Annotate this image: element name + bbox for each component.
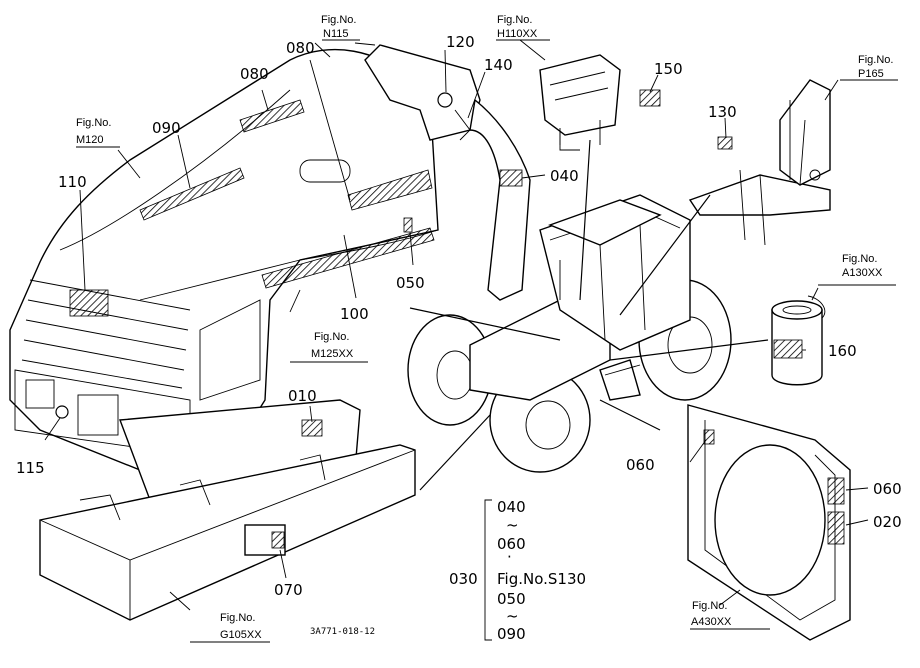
decal-020 (827, 511, 845, 545)
part-label-060: 060 (626, 456, 655, 474)
fig-ref-p165-prefix: Fig.No. (858, 54, 893, 66)
decal-090 (139, 167, 245, 221)
part-label-040: 040 (550, 167, 579, 185)
fig-ref-a130: Fig.No. A130XX (818, 253, 896, 286)
part-label-070: 070 (274, 581, 303, 599)
decal-060-side (703, 429, 715, 445)
fig-ref-g105-code: G105XX (220, 629, 262, 641)
decal-150 (639, 89, 661, 107)
decal-040 (499, 169, 523, 187)
fig-ref-n115-code: N115 (323, 28, 348, 40)
range-bracket (484, 499, 492, 641)
part-label-080: 080 (286, 39, 315, 57)
fig-ref-a430: Fig.No. A430XX (690, 600, 770, 630)
range-a-end: 060 (497, 535, 526, 553)
cab-top-part (539, 54, 621, 151)
fig-ref-g105-prefix: Fig.No. (220, 612, 255, 624)
part-label-160: 160 (828, 342, 857, 360)
range-a-start: 040 (497, 498, 526, 516)
hood-assembly (9, 48, 439, 471)
fig-ref-a130-code: A130XX (842, 267, 883, 279)
range-fig-ref: Fig.No.S130 (497, 570, 586, 588)
fig-ref-m125-code: M125XX (311, 348, 354, 360)
leader-lines (44, 39, 869, 611)
part-label-090: 090 (152, 119, 181, 137)
decal-080-side (347, 169, 433, 211)
drawing-code: 3A771-018-12 (310, 627, 375, 637)
decal-070 (271, 531, 285, 549)
fig-ref-m120-prefix: Fig.No. (76, 117, 111, 129)
range-a-tilde: ~ (506, 516, 519, 534)
range-group: 040 ~ 060 · Fig.No.S130 050 ~ 090 (497, 498, 586, 643)
fig-ref-m125-prefix: Fig.No. (314, 331, 349, 343)
radiator-shroud (687, 404, 851, 641)
fig-ref-p165-code: P165 (858, 68, 884, 80)
bracket-assembly (688, 79, 831, 246)
filter-canister (771, 295, 826, 386)
decal-050 (403, 217, 413, 233)
decal-110 (69, 289, 109, 317)
fig-ref-m120: Fig.No. M120 (76, 117, 120, 148)
part-label-140: 140 (484, 56, 513, 74)
fig-ref-m120-code: M120 (76, 134, 104, 146)
decal-010 (301, 419, 323, 437)
fig-ref-n115: Fig.No. N115 (321, 14, 360, 41)
part-label-020: 020 (873, 513, 902, 531)
part-callouts: 080 080 090 110 120 140 150 130 040 050 … (16, 33, 902, 599)
fig-ref-n115-prefix: Fig.No. (321, 14, 356, 26)
decal-080-top (239, 99, 305, 133)
part-label-150: 150 (654, 60, 683, 78)
fig-ref-p165: Fig.No. P165 (840, 54, 898, 81)
tractor-illustration (407, 194, 732, 473)
fig-ref-a430-code: A430XX (691, 616, 732, 628)
fig-ref-m125: Fig.No. M125XX (290, 331, 368, 363)
part-label-120: 120 (446, 33, 475, 51)
decal-130 (717, 136, 733, 150)
fig-ref-h110-code: H110XX (497, 28, 538, 40)
part-label-130: 130 (708, 103, 737, 121)
part-label-060: 060 (873, 480, 902, 498)
decal-060-shroud (827, 477, 845, 505)
range-b-tilde: ~ (506, 607, 519, 625)
cab-front-frame (364, 44, 531, 301)
part-label-050: 050 (396, 274, 425, 292)
fig-ref-g105: Fig.No. G105XX (190, 612, 270, 643)
part-label-010: 010 (288, 387, 317, 405)
fig-ref-a430-prefix: Fig.No. (692, 600, 727, 612)
part-label-080: 080 (240, 65, 269, 83)
range-dot: · (507, 548, 512, 566)
part-label-110: 110 (58, 173, 87, 191)
part-label-100: 100 (340, 305, 369, 323)
part-label-115: 115 (16, 459, 45, 477)
frame-assembly (39, 399, 416, 621)
fig-ref-h110-prefix: Fig.No. (497, 14, 532, 26)
decal-160 (773, 339, 803, 359)
range-b-start: 050 (497, 590, 526, 608)
part-label-030: 030 (449, 570, 478, 588)
range-b-end: 090 (497, 625, 526, 643)
fig-ref-a130-prefix: Fig.No. (842, 253, 877, 265)
fig-ref-h110: Fig.No. H110XX (496, 14, 550, 41)
